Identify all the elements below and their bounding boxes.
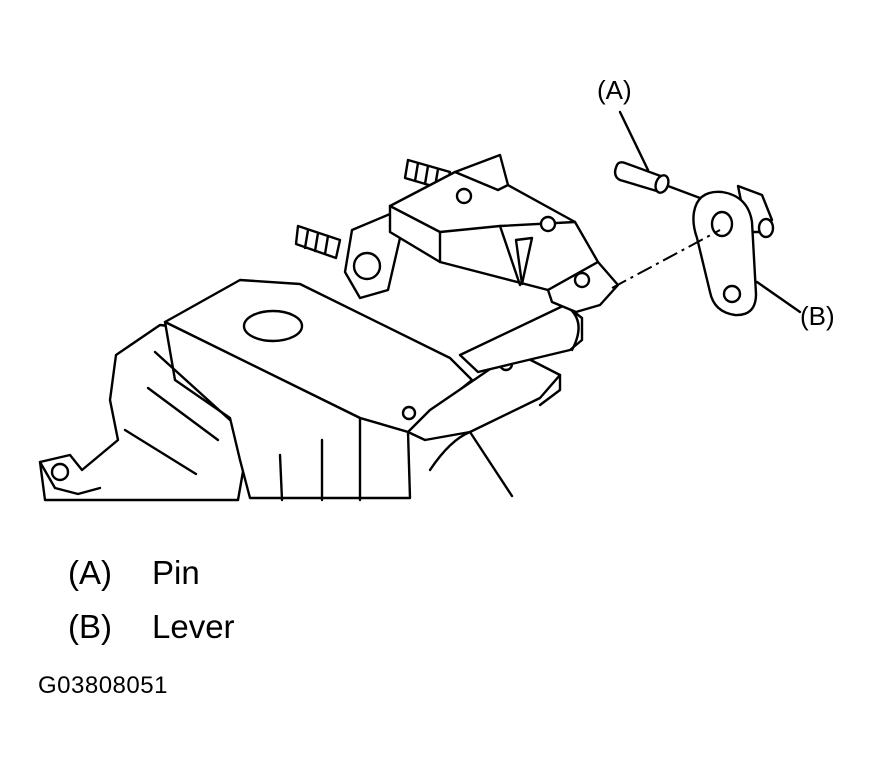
callout-a-leader [618, 110, 650, 172]
assembly-centerline [611, 229, 721, 289]
shaft [458, 303, 584, 374]
lever-part [692, 184, 775, 317]
legend-row-pin: (A) Pin [68, 553, 200, 593]
legend-key-a: (A) [68, 554, 112, 591]
housing-body [38, 278, 562, 502]
callout-b-label: (B) [800, 301, 835, 331]
legend-label-pin: Pin [152, 554, 200, 591]
callout-b-leader [755, 280, 802, 314]
mount-bracket [294, 153, 620, 314]
assembly-drawing: (A) (B) [38, 75, 835, 502]
pin-part [613, 161, 702, 200]
figure-code: G03808051 [38, 672, 168, 699]
legend-key-b: (B) [68, 608, 112, 645]
legend-label-lever: Lever [152, 608, 235, 645]
callout-a-label: (A) [597, 75, 632, 105]
legend-row-lever: (B) Lever [68, 607, 235, 647]
